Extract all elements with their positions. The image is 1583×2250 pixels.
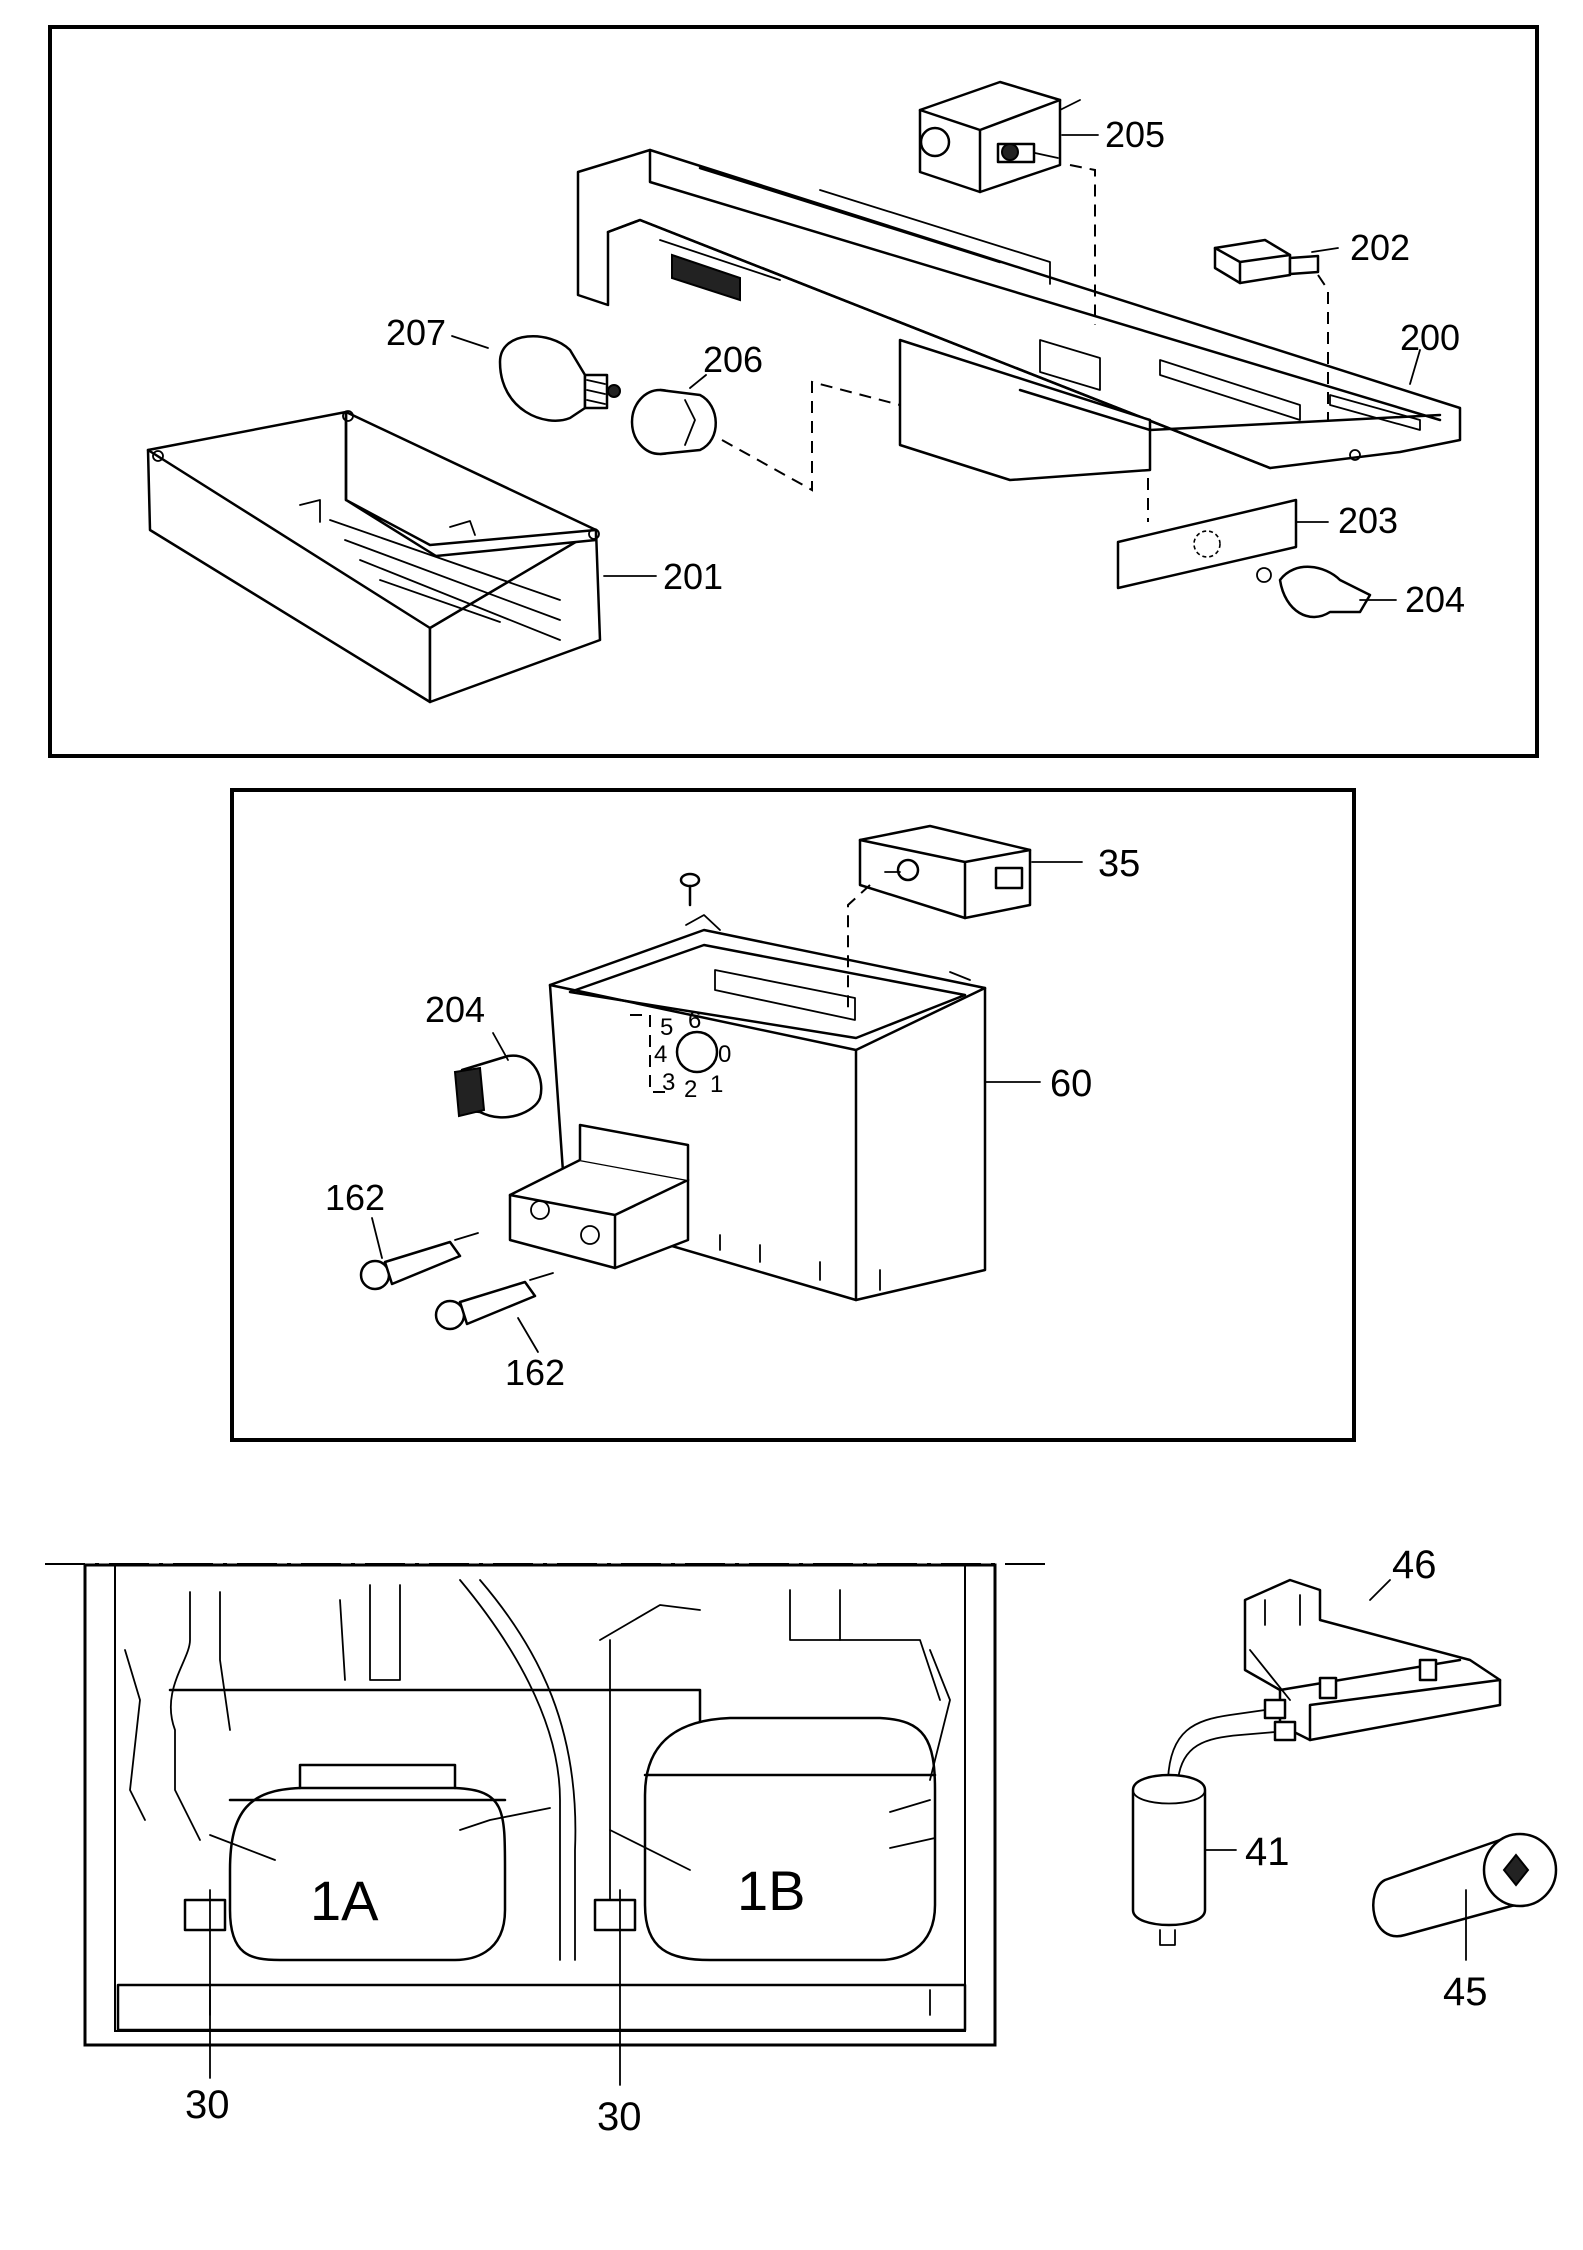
screw: [679, 872, 701, 907]
compressor-label-1b: 1B: [737, 1859, 806, 1922]
callout-45: 45: [1443, 1970, 1488, 2014]
dial-number: 6: [688, 1007, 701, 1034]
part-45-plug: [1372, 1832, 1558, 1938]
dial-number: 5: [660, 1014, 673, 1041]
middle-panel-frame: [230, 788, 1356, 1442]
callout-162-lower: 162: [505, 1352, 565, 1393]
part-204-knob-middle: [453, 1054, 543, 1119]
callout-204-middle: 204: [425, 989, 485, 1030]
callout-60: 60: [1050, 1063, 1092, 1105]
part-162-lamp-upper: [359, 1232, 479, 1291]
part-200-housing: [576, 148, 1462, 482]
callout-35: 35: [1098, 843, 1140, 885]
callout-205: 205: [1105, 114, 1165, 155]
part-201-cover: [146, 410, 602, 704]
top-panel: [48, 25, 1539, 758]
callout-162-upper: 162: [325, 1177, 385, 1218]
dial-number: 4: [654, 1041, 667, 1068]
part-46-bracket: [1243, 1578, 1502, 1742]
part-162-lamp-lower: [434, 1272, 554, 1331]
dial-number: 1: [710, 1071, 723, 1098]
callout-201: 201: [663, 556, 723, 597]
callout-204-top: 204: [1405, 579, 1465, 620]
callout-200: 200: [1400, 317, 1460, 358]
part-204-knob: [1256, 565, 1372, 619]
part-35-thermostat: [858, 824, 1032, 920]
callout-30-right: 30: [597, 2095, 642, 2139]
callout-41: 41: [1245, 1830, 1290, 1874]
part-203-label-plate: [1116, 498, 1298, 590]
callout-203: 203: [1338, 500, 1398, 541]
callout-207: 207: [386, 312, 446, 353]
part-41-capacitor: [1131, 1698, 1297, 1946]
part-202-switch: [1213, 238, 1320, 285]
callout-206: 206: [703, 339, 763, 380]
labels: 205 202 200 207 206 201 203 204 35 204 6…: [185, 114, 1488, 2139]
middle-panel: [230, 788, 1356, 1442]
top-panel-frame: [48, 25, 1539, 758]
compressor-label-1a: 1A: [310, 1869, 379, 1932]
part-207-bulb: [498, 335, 621, 422]
callout-46: 46: [1392, 1543, 1437, 1587]
compressor-assembly: [83, 1563, 997, 2047]
part-205-thermostat: [918, 80, 1081, 194]
callout-202: 202: [1350, 227, 1410, 268]
switch-bracket: [508, 1123, 690, 1270]
bottom-section: [45, 1563, 1558, 2086]
dial-number: 0: [718, 1041, 731, 1068]
dial-number: 2: [684, 1076, 697, 1103]
dial-number: 3: [662, 1069, 675, 1096]
part-206-lamp-socket: [630, 388, 717, 456]
callout-30-left: 30: [185, 2083, 230, 2127]
